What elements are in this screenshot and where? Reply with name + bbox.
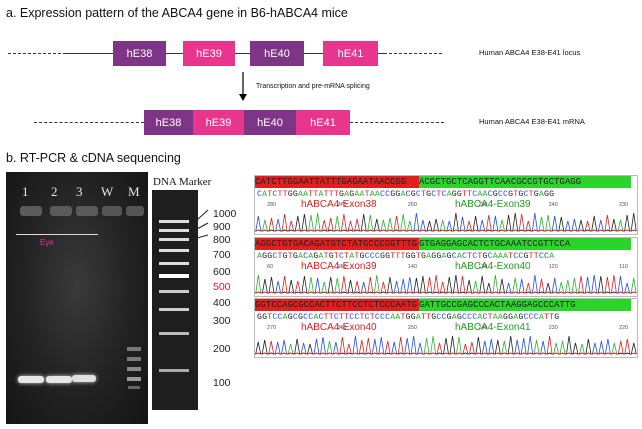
trace-line: [255, 274, 637, 294]
position-tick-label: 260: [407, 202, 417, 208]
chromatogram-trace: [255, 335, 637, 355]
seq-highlight-exon-right: GATTGCCGAGCCCACTAAGGAGCCCATTG: [419, 299, 631, 311]
marker-size-1000: 1000: [213, 208, 237, 220]
position-tick-label: 130: [478, 264, 488, 270]
exon-label-left: hABCA4-Exon40: [301, 322, 377, 333]
lane-label-2: 2: [51, 184, 58, 199]
marker-size-500: 500: [213, 281, 231, 293]
position-tick-label: 260: [337, 325, 347, 331]
lane-label-1: 1: [22, 184, 29, 199]
position-tick-label: 250: [407, 325, 417, 331]
position-tick-label: 250: [478, 202, 488, 208]
dna-marker-ladder: [152, 190, 198, 410]
lane-label-M: M: [128, 184, 140, 199]
seq-highlight-exon-right: ACGCTGCTCAGGTTCAACGCCGTGCTGAGG: [419, 176, 631, 188]
mrna-exon-hE41: hE41: [296, 110, 350, 135]
arrow-label: Transcription and pre-mRNA splicing: [256, 83, 370, 90]
trace-line: [255, 213, 637, 232]
position-tick-label: 140: [407, 264, 417, 270]
locus-exon-hE39: hE39: [183, 41, 235, 66]
position-tick-label: 280: [267, 202, 277, 208]
marker-bracket-icon: [196, 209, 209, 239]
mrna-dashed-right: [350, 122, 444, 123]
position-tick-label: 270: [337, 202, 347, 208]
lane-label-W: W: [101, 184, 114, 199]
marker-size-900: 900: [213, 221, 231, 233]
marker-size-100: 100: [213, 377, 231, 389]
position-tick-label: 270: [267, 325, 277, 331]
exon-label-right: hABCA4-Exon41: [455, 322, 531, 333]
locus-dashed-right: [384, 53, 442, 54]
seq-highlight-exon-left: AGGCTGTGACAGATGTCTATGCCCGGTTTG: [255, 238, 419, 250]
chromatogram-trace: [255, 212, 637, 232]
section-b-title: b. RT-PCR & cDNA sequencing: [6, 151, 181, 165]
seq-base-calls: AGGCTGTGACAGATGTCTATGCCCGGTTTGGTGAGGAGCA…: [257, 252, 555, 261]
exon-label-left: hABCA4-Exon39: [301, 261, 377, 272]
marker-size-200: 200: [213, 343, 231, 355]
seq-highlight-exon-left: CATCTTGGAATTATTTGAGAATAACCGG: [255, 176, 419, 188]
trace-line: [255, 335, 637, 355]
marker-size-700: 700: [213, 249, 231, 261]
lane-label-3: 3: [76, 184, 83, 199]
chromatogram-trace: [255, 274, 637, 294]
position-tick-label: 150: [337, 264, 347, 270]
seq-base-calls: CATCTTGGAATTATTTGAGAATAACCGGACGCTGCTCAGG…: [257, 190, 555, 199]
seq-highlight-exon-right: GTGAGGAGCACTCTGCAAATCCGTTCCA: [419, 238, 631, 250]
locus-exon-hE38: hE38: [113, 41, 166, 66]
seq-highlight-exon-left: GGTCCAGCGCCACTTCTTCCTCTCCCAATG: [255, 299, 419, 311]
seq-base-calls: GGTCCAGCGCCACTTCTTCCTCTCCCAATGGATTGCCGAG…: [257, 313, 560, 322]
position-tick-label: 230: [619, 202, 629, 208]
exon-label-left: hABCA4-Exon38: [301, 199, 377, 210]
transcription-arrow-icon: [239, 72, 247, 101]
marker-title: DNA Marker: [153, 176, 212, 188]
position-tick-label: 230: [548, 325, 558, 331]
tissue-label: Eye: [40, 238, 54, 247]
position-tick-label: 60: [267, 264, 274, 270]
position-tick-label: 220: [619, 325, 629, 331]
mrna-exon-hE39: hE39: [193, 110, 244, 135]
trace-line: [255, 335, 637, 355]
position-tick-label: 240: [478, 325, 488, 331]
mrna-exon-hE38: hE38: [144, 110, 193, 135]
position-tick-label: 110: [619, 264, 628, 270]
marker-size-800: 800: [213, 234, 231, 246]
locus-label: Human ABCA4 E38-E41 locus: [479, 48, 581, 57]
exon-label-right: hABCA4-Exon39: [455, 199, 531, 210]
marker-size-300: 300: [213, 315, 231, 327]
marker-size-600: 600: [213, 266, 231, 278]
locus-exon-hE40: hE40: [250, 41, 304, 66]
locus-dashed-left: [8, 53, 66, 54]
mrna-dashed-left: [34, 122, 144, 123]
mrna-exon-hE40: hE40: [244, 110, 296, 135]
locus-exon-hE41: hE41: [323, 41, 378, 66]
position-tick-label: 240: [548, 202, 558, 208]
rt-pcr-gel-image: [6, 172, 148, 424]
section-a-title: a. Expression pattern of the ABCA4 gene …: [6, 6, 348, 20]
mrna-label: Human ABCA4 E38-E41 mRNA: [479, 117, 585, 126]
marker-size-400: 400: [213, 297, 231, 309]
position-tick-label: 120: [548, 264, 558, 270]
exon-label-right: hABCA4-Exon40: [455, 261, 531, 272]
